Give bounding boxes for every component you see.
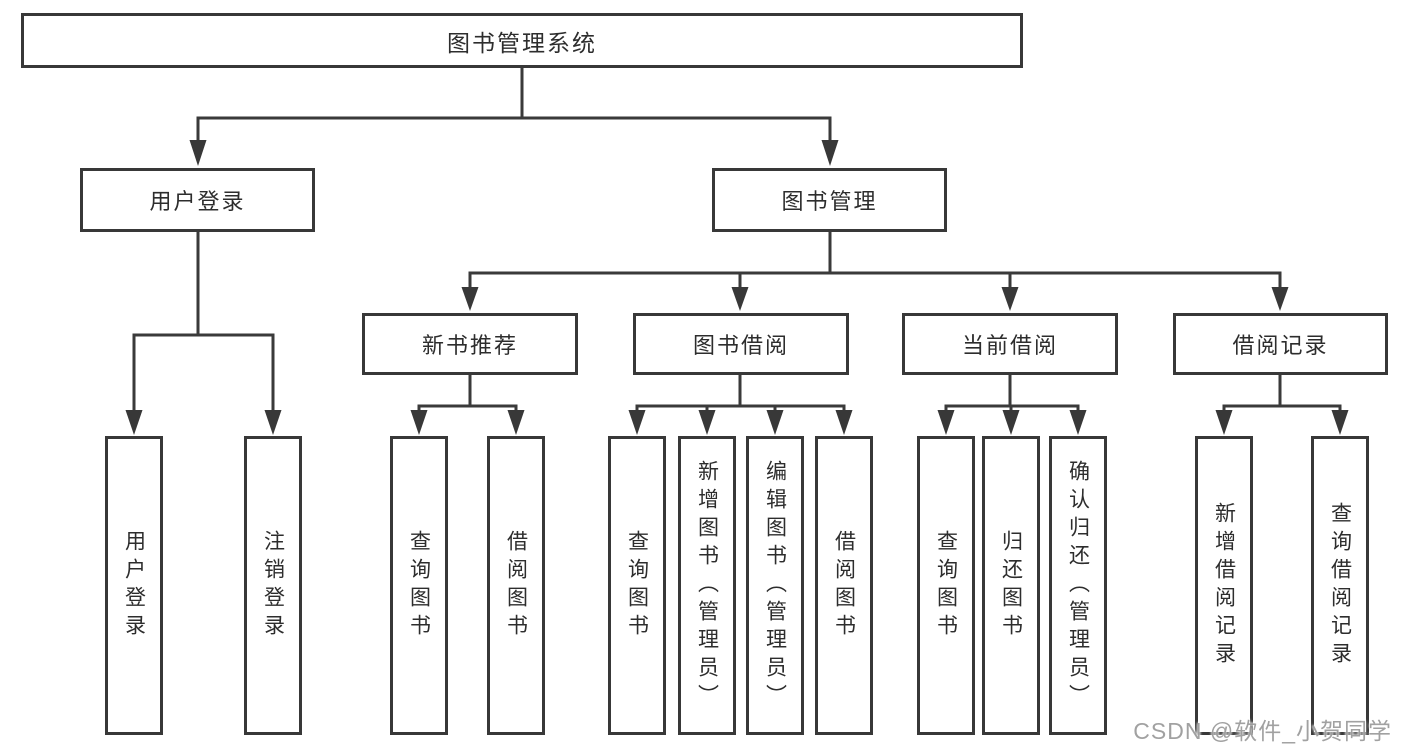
leaf-newbooks-query-books-label: 查询图书 <box>407 529 431 642</box>
node-new-books: 新书推荐 <box>362 313 578 375</box>
node-new-books-label: 新书推荐 <box>421 333 518 358</box>
leaf-logout-label: 注销登录 <box>261 529 285 642</box>
leaf-edit-books-admin-label: 编辑图书（管理员） <box>763 459 787 712</box>
leaf-current-query-books-label: 查询图书 <box>934 529 958 642</box>
leaf-add-borrow-record-label: 新增借阅记录 <box>1212 501 1236 670</box>
leaf-return-books: 归还图书 <box>982 436 1040 735</box>
node-current-borrow: 当前借阅 <box>902 313 1118 375</box>
csdn-watermark: CSDN @软件_小贺同学 <box>1133 718 1392 744</box>
connector-book-mgmt-to-level3 <box>468 232 1282 289</box>
leaf-logout: 注销登录 <box>244 436 302 735</box>
arrowhead <box>835 410 853 435</box>
arrowhead <box>1215 410 1233 435</box>
leaf-add-books-admin-label: 新增图书（管理员） <box>695 459 719 712</box>
leaf-edit-books-admin: 编辑图书（管理员） <box>746 436 804 735</box>
node-borrow-records: 借阅记录 <box>1173 313 1388 375</box>
leaf-user-login: 用户登录 <box>105 436 163 735</box>
arrowhead <box>937 410 955 435</box>
leaf-borrow-query-books: 查询图书 <box>608 436 666 735</box>
node-root-label: 图书管理系统 <box>447 29 597 56</box>
leaf-return-books-label: 归还图书 <box>999 529 1023 642</box>
arrowhead <box>189 140 207 166</box>
connector-book-borrow-to-leaves <box>635 375 846 412</box>
node-book-borrow: 图书借阅 <box>633 313 849 375</box>
node-book-mgmt-label: 图书管理 <box>781 189 878 214</box>
leaf-borrow-query-books-label: 查询图书 <box>625 529 649 642</box>
leaf-borrow-borrow-books-label: 借阅图书 <box>832 529 856 642</box>
node-borrow-records-label: 借阅记录 <box>1232 333 1329 358</box>
leaf-current-query-books: 查询图书 <box>917 436 975 735</box>
node-book-mgmt: 图书管理 <box>712 168 947 232</box>
leaf-newbooks-query-books: 查询图书 <box>390 436 448 735</box>
arrowhead <box>1271 287 1289 311</box>
arrowhead <box>1002 410 1020 435</box>
connector-root-to-level2 <box>196 68 832 144</box>
leaf-newbooks-borrow-books-label: 借阅图书 <box>504 529 528 642</box>
arrowhead <box>731 287 749 311</box>
leaf-add-books-admin: 新增图书（管理员） <box>678 436 736 735</box>
connector-current-borrow-to-leaves <box>944 375 1080 412</box>
arrowhead <box>410 410 428 435</box>
node-root: 图书管理系统 <box>21 13 1023 68</box>
connector-new-books-to-leaves <box>417 375 518 412</box>
node-current-borrow-label: 当前借阅 <box>961 333 1058 358</box>
arrowhead <box>821 140 839 166</box>
leaf-query-borrow-record: 查询借阅记录 <box>1311 436 1369 735</box>
node-user-login-label: 用户登录 <box>149 189 246 214</box>
connector-borrow-records-to-leaves <box>1222 375 1342 412</box>
leaf-newbooks-borrow-books: 借阅图书 <box>487 436 545 735</box>
arrowhead <box>698 410 716 435</box>
node-user-login: 用户登录 <box>80 168 315 232</box>
arrowhead <box>1001 287 1019 311</box>
arrowhead <box>264 410 282 435</box>
connector-user-login-to-leaves <box>132 232 275 412</box>
leaf-confirm-return-admin: 确认归还（管理员） <box>1049 436 1107 735</box>
arrowhead <box>1069 410 1087 435</box>
arrowhead <box>507 410 525 435</box>
leaf-confirm-return-admin-label: 确认归还（管理员） <box>1066 459 1090 712</box>
node-book-borrow-label: 图书借阅 <box>692 333 789 358</box>
leaf-borrow-borrow-books: 借阅图书 <box>815 436 873 735</box>
arrowhead <box>628 410 646 435</box>
arrowhead <box>461 287 479 311</box>
leaf-query-borrow-record-label: 查询借阅记录 <box>1328 501 1352 670</box>
arrowhead <box>125 410 143 435</box>
leaf-user-login-label: 用户登录 <box>122 529 146 642</box>
leaf-add-borrow-record: 新增借阅记录 <box>1195 436 1253 735</box>
arrowhead <box>1331 410 1349 435</box>
arrowhead <box>766 410 784 435</box>
